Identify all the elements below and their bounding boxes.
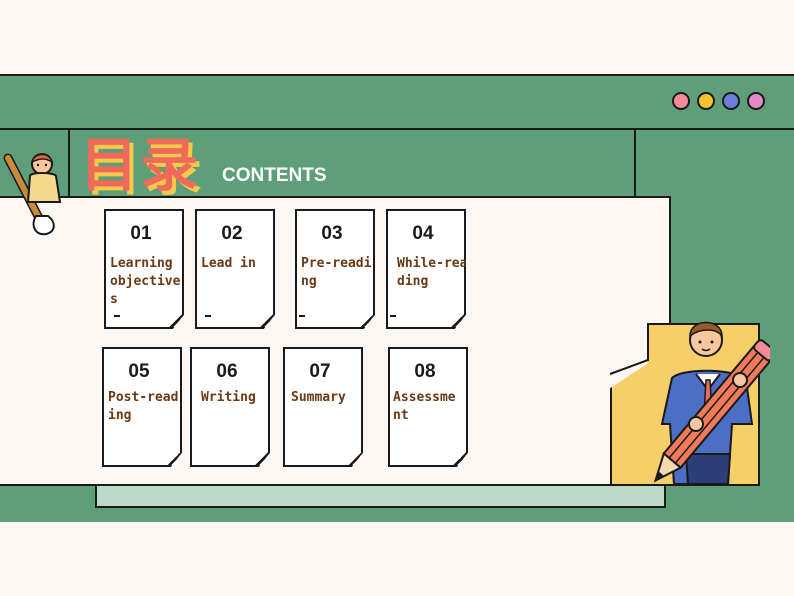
card-number: 03 xyxy=(321,223,343,244)
title-frame xyxy=(68,128,636,198)
card-label: Pre-reading xyxy=(301,256,372,289)
divider-line xyxy=(636,128,794,130)
card-label: Lead in xyxy=(201,256,256,271)
window-title-bar xyxy=(0,74,794,130)
window-dot-pink xyxy=(672,92,690,110)
man-with-pencil-illustration xyxy=(610,321,770,485)
contents-card[interactable]: 01 Learning objectives xyxy=(104,209,184,329)
card-label: Learning objectives xyxy=(110,256,181,307)
card-number: 08 xyxy=(414,361,436,382)
contents-card[interactable]: 03 Pre-reading xyxy=(295,209,375,329)
title-chinese: 目录 xyxy=(80,131,201,199)
card-label: Post-reading xyxy=(108,390,179,423)
card-label: Writing xyxy=(201,390,256,405)
card-label: Summary xyxy=(291,390,346,405)
panel-shadow xyxy=(95,484,666,508)
window-dot-yellow xyxy=(697,92,715,110)
card-label: Assessment xyxy=(393,390,456,423)
painter-boy-illustration xyxy=(3,153,62,236)
contents-card[interactable]: 02 Lead in xyxy=(195,209,275,329)
card-number: 04 xyxy=(412,223,434,244)
card-dash xyxy=(390,315,396,317)
contents-card[interactable]: 07 Summary xyxy=(283,347,363,467)
contents-card[interactable]: 08 Assessment xyxy=(388,347,468,467)
contents-card[interactable]: 04 While-reading xyxy=(386,209,466,329)
contents-card[interactable]: 06 Writing xyxy=(190,347,270,467)
card-number: 06 xyxy=(216,361,238,382)
card-number: 05 xyxy=(128,361,150,382)
card-dash xyxy=(205,315,211,317)
window-dot-blue xyxy=(722,92,740,110)
card-label: While-reading xyxy=(397,256,468,289)
card-dash xyxy=(114,315,120,317)
title-english: CONTENTS xyxy=(222,165,327,186)
window-dot-magenta xyxy=(747,92,765,110)
contents-card[interactable]: 05 Post-reading xyxy=(102,347,182,467)
card-number: 01 xyxy=(130,223,152,244)
card-number: 02 xyxy=(221,223,243,244)
card-number: 07 xyxy=(309,361,331,382)
window-dots xyxy=(672,92,765,110)
card-dash xyxy=(299,315,305,317)
